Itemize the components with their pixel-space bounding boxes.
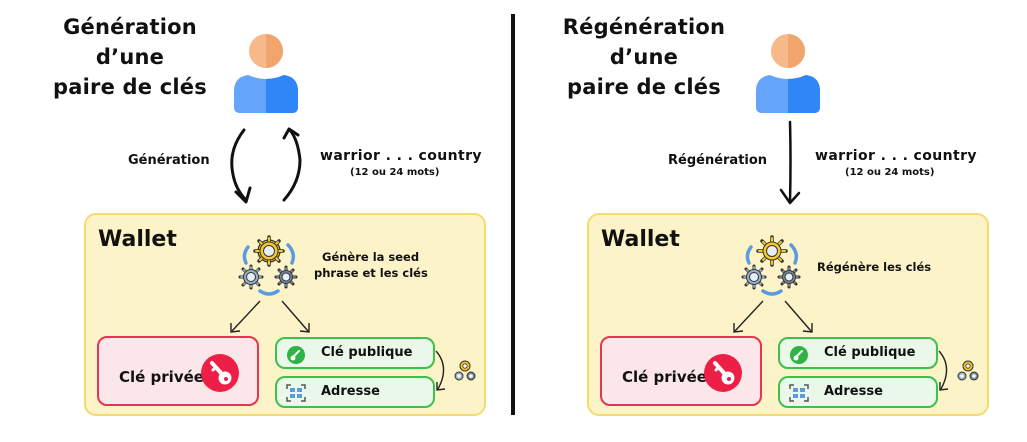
key-icon	[201, 354, 239, 392]
key-check-icon	[287, 346, 305, 364]
wallet-description: Régénère les clés	[817, 260, 932, 274]
generation-down-arrow-icon	[230, 128, 252, 204]
derivation-arrow-icon	[938, 350, 949, 391]
description-line-2: phrase et les clés	[314, 266, 428, 280]
derivation-arrow-icon	[435, 350, 446, 391]
description-line-1: Génère la seed	[322, 250, 420, 264]
public-key-label: Clé publique	[824, 345, 916, 360]
title-line-2: paire de clés	[567, 75, 721, 99]
small-gears-icon	[957, 360, 979, 381]
private-key-label: Clé privée	[622, 368, 707, 386]
generation-label: Génération	[128, 153, 210, 168]
regeneration-label: Régénération	[668, 153, 768, 168]
private-key-label: Clé privée	[119, 368, 204, 386]
title-line-1: Génération d’une	[63, 15, 197, 69]
small-gears-icon	[454, 360, 476, 381]
wallet-title: Wallet	[98, 227, 177, 252]
address-box: Adresse	[275, 376, 435, 408]
arrow-to-private-key-icon	[230, 300, 261, 333]
panel-divider	[511, 14, 515, 415]
user-icon	[756, 34, 820, 113]
private-key-box: Clé privée	[600, 336, 762, 406]
address-label: Adresse	[321, 384, 380, 399]
gears-cycle-icon	[238, 235, 298, 296]
public-key-label: Clé publique	[321, 345, 413, 360]
address-label: Adresse	[824, 384, 883, 399]
qr-code-icon	[286, 384, 306, 402]
title-line-2: paire de clés	[53, 75, 207, 99]
seed-up-arrow-icon	[282, 127, 302, 202]
seed-phrase-words: warrior . . . country	[320, 148, 482, 164]
key-icon	[704, 354, 742, 392]
private-key-box: Clé privée	[97, 336, 259, 406]
title-line-1: Régénération d’une	[562, 15, 726, 69]
public-key-box: Clé publique	[275, 337, 435, 369]
address-box: Adresse	[778, 376, 938, 408]
wallet-box: Wallet Génère la seed phrase et les clés	[84, 213, 486, 416]
seed-phrase-count: (12 ou 24 mots)	[350, 167, 440, 178]
key-check-icon	[790, 346, 808, 364]
seed-phrase-count: (12 ou 24 mots)	[845, 167, 935, 178]
wallet-box: Wallet Régénère les clés	[587, 213, 989, 416]
arrow-to-public-key-icon	[281, 300, 310, 333]
wallet-title: Wallet	[601, 227, 680, 252]
qr-code-icon	[789, 384, 809, 402]
regeneration-down-arrow-icon	[779, 120, 801, 205]
public-key-box: Clé publique	[778, 337, 938, 369]
arrow-to-private-key-icon	[733, 300, 764, 333]
left-panel-title: Génération d’une paire de clés	[30, 12, 230, 102]
user-icon	[234, 34, 298, 113]
right-panel-title: Régénération d’une paire de clés	[532, 12, 756, 102]
wallet-description: Génère la seed phrase et les clés	[314, 249, 428, 281]
gears-cycle-icon	[741, 235, 801, 296]
arrow-to-public-key-icon	[784, 300, 813, 333]
seed-phrase-words: warrior . . . country	[815, 148, 977, 164]
